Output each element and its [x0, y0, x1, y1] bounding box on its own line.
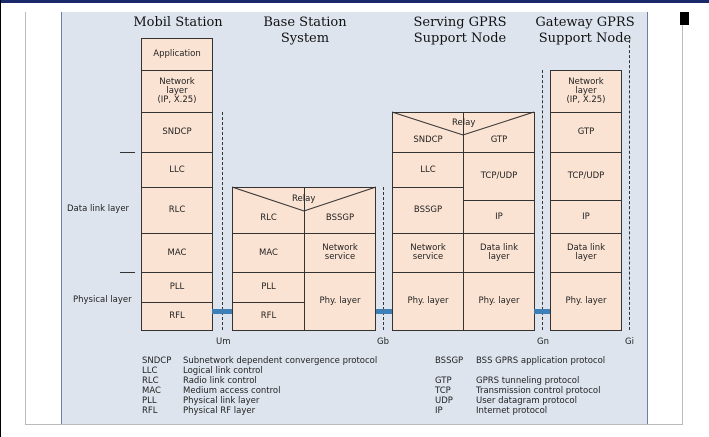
- legend-description: User datagram protocol: [476, 396, 577, 406]
- ms-layer: RLC: [141, 187, 213, 234]
- sgsn-layer: Phy. layer: [463, 272, 535, 331]
- ggsn-layer: GTP: [550, 112, 622, 153]
- bss-layer: Network service: [304, 233, 376, 273]
- title-mobile-station: Mobil Station: [133, 15, 223, 30]
- relay-label-bss: Relay: [292, 194, 316, 204]
- interface-line-um: [222, 112, 223, 330]
- sgsn-layer: GTP: [463, 112, 535, 153]
- bss-layer: BSSGP: [304, 187, 376, 234]
- legend-description: Radio link control: [183, 376, 257, 386]
- ggsn-layer: TCP/UDP: [550, 152, 622, 201]
- ggsn-layer: Phy. layer: [550, 272, 622, 331]
- ms-layer: RFL: [141, 302, 213, 331]
- legend-abbreviation: LLC: [142, 366, 158, 376]
- legend-description: GPRS tunneling protocol: [476, 376, 580, 386]
- label-data-link-layer: Data link layer: [67, 204, 130, 214]
- ms-layer: Network layer (IP, X.25): [141, 70, 213, 113]
- title-bss: Base Station System: [263, 15, 347, 46]
- legend-abbreviation: PLL: [142, 396, 157, 406]
- link-gn: [534, 309, 550, 314]
- link-gb: [376, 309, 392, 314]
- legend-abbreviation: SNDCP: [142, 356, 172, 366]
- ggsn-layer: Network layer (IP, X.25): [550, 70, 622, 113]
- interface-gi: Gi: [625, 337, 634, 347]
- title-ggsn: Gateway GPRS Support Node: [535, 15, 635, 46]
- sgsn-layer: BSSGP: [392, 187, 464, 234]
- sgsn-layer: Data link layer: [463, 233, 535, 273]
- legend-description: Medium access control: [183, 386, 281, 396]
- legend-description: Logical link control: [183, 366, 263, 376]
- link-um: [212, 309, 232, 314]
- sgsn-layer: TCP/UDP: [463, 152, 535, 201]
- interface-line-gn: [542, 70, 543, 330]
- legend-description: Transmission control protocol: [476, 386, 601, 396]
- legend-abbreviation: UDP: [435, 396, 453, 406]
- legend-abbreviation: RLC: [142, 376, 159, 386]
- legend-description: BSS GPRS application protocol: [476, 356, 606, 366]
- bss-layer: MAC: [232, 233, 305, 273]
- label-physical-layer: Physical layer: [73, 295, 132, 305]
- ms-layer: MAC: [141, 233, 213, 273]
- interface-line-gb: [383, 187, 384, 330]
- legend-description: Internet protocol: [476, 406, 548, 416]
- layer-tick: [120, 272, 135, 273]
- sgsn-layer: SNDCP: [392, 112, 464, 153]
- legend-description: Physical RF layer: [183, 406, 256, 416]
- legend-abbreviation: RFL: [142, 406, 158, 416]
- legend-abbreviation: GTP: [435, 376, 452, 386]
- interface-um: Um: [216, 337, 231, 347]
- ms-layer: PLL: [141, 272, 213, 303]
- layer-tick: [120, 152, 135, 153]
- bss-layer: Phy. layer: [304, 272, 376, 331]
- window-top-border: [0, 0, 709, 3]
- legend-abbreviation: TCP: [435, 386, 451, 396]
- title-sgsn: Serving GPRS Support Node: [413, 15, 507, 46]
- legend-abbreviation: MAC: [142, 386, 161, 396]
- bss-layer: RLC: [232, 187, 305, 234]
- legend-abbreviation: BSSGP: [435, 356, 464, 366]
- cursor-block: [680, 12, 689, 25]
- sgsn-layer: Phy. layer: [392, 272, 464, 331]
- ms-layer: Application: [141, 38, 213, 71]
- ggsn-layer: IP: [550, 200, 622, 234]
- interface-line-gi: [629, 40, 630, 330]
- legend-description: Subnetwork dependent convergence protoco…: [183, 356, 378, 366]
- legend-abbreviation: IP: [435, 406, 443, 416]
- ggsn-layer: Data link layer: [550, 233, 622, 273]
- interface-gb: Gb: [377, 337, 389, 347]
- legend-description: Physical link layer: [183, 396, 260, 406]
- relay-label-sgsn: Relay: [452, 118, 476, 128]
- window-left-border: [0, 0, 1, 437]
- interface-gn: Gn: [537, 337, 549, 347]
